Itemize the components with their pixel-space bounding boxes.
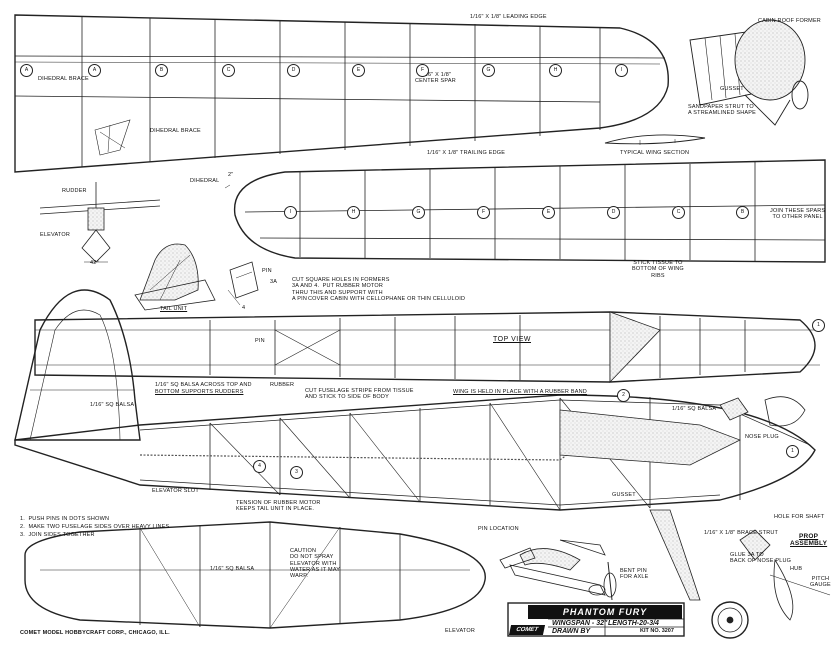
rudder-outline: [14, 289, 141, 441]
join-spars-label: JOIN THESE SPARS TO OTHER PANEL: [770, 208, 826, 221]
rib-marker: D: [287, 64, 300, 77]
fuselage-top-view: [34, 311, 820, 383]
landing-gear: [649, 509, 749, 639]
rib-marker: C: [222, 64, 235, 77]
rib-marker: C: [672, 206, 685, 219]
dihedral-brace-label-1: DIHEDRAL BRACE: [38, 76, 89, 82]
elevator-balsa-label: 1/16" SQ BALSA: [210, 566, 255, 572]
pin-location-label: PIN LOCATION: [478, 526, 519, 532]
former-marker: 1: [812, 319, 825, 332]
top-view-title: TOP VIEW: [493, 336, 531, 343]
length-label: LENGTH-20-3/4: [608, 620, 659, 627]
fuselage-side-view: [14, 394, 816, 511]
trailing-edge-label: 1/16" X 1/8" TRAILING EDGE: [427, 150, 506, 156]
cover-cabin-label: COVER CABIN WITH CELLOPHANE OR THIN CELL…: [308, 296, 466, 302]
title-block: [507, 602, 685, 637]
pitch-gauge-label: PITCH GAUGE: [810, 576, 831, 589]
rib-marker: G: [482, 64, 495, 77]
part-3a-label: 3A: [270, 279, 278, 285]
elevator-outline: [24, 521, 486, 629]
part-4-label: 4: [242, 305, 246, 311]
hub-label: HUB: [790, 566, 803, 572]
glue-label: GLUE 3A TO BACK OF NOSE PLUG: [730, 552, 792, 565]
rib-marker: H: [549, 64, 562, 77]
rib-marker: E: [542, 206, 555, 219]
wing-section-profile: [604, 134, 706, 145]
wing-held-label: WING IS HELD IN PLACE WITH A RUBBER BAND: [453, 389, 587, 395]
balsa-top-bottom-label-2: BOTTOM SUPPORTS RUDDERS: [155, 389, 244, 395]
prop-assembly: [739, 529, 831, 621]
former-marker: 4: [253, 460, 266, 473]
square-holes-label: CUT SQUARE HOLES IN FORMERS 3A AND 4. PU…: [292, 277, 390, 302]
gusset-label: GUSSET: [612, 492, 636, 498]
drawn-by-label: DRAWN BY: [552, 628, 591, 635]
rubber-label: RUBBER: [270, 382, 295, 388]
cabin-gusset-label: GUSSET: [720, 86, 744, 92]
airplane-perspective-sketch: [499, 539, 606, 596]
rib-marker: I: [615, 64, 628, 77]
pin-label-formers: PIN: [262, 268, 272, 274]
front-view-sketch: [39, 182, 161, 263]
bent-pin-label: BENT PIN FOR AXLE: [620, 568, 649, 581]
rib-marker: B: [736, 206, 749, 219]
dihedral-label: DIHEDRAL: [190, 178, 220, 184]
rib-marker: E: [352, 64, 365, 77]
cabin-frame-sketch: [689, 19, 809, 126]
rudder-label: RUDDER: [62, 188, 87, 194]
instruction-2: 2. MAKE TWO FUSELAGE SIDES OVER HEAVY LI…: [20, 524, 170, 530]
rib-marker: A: [88, 64, 101, 77]
dihedral-value-label: 2": [228, 172, 234, 178]
rib-marker: F: [477, 206, 490, 219]
rib-marker: A: [20, 64, 33, 77]
rib-marker: I: [284, 206, 297, 219]
former-marker: 1: [786, 445, 799, 458]
stick-tissue-label: STICK TISSUE TO BOTTOM OF WING RIBS: [632, 260, 684, 279]
balsa-top-bottom-label-1: 1/16" SQ BALSA ACROSS TOP AND: [155, 382, 252, 388]
pin-label-top: PIN: [255, 338, 265, 344]
brace-strut-label: 1/16" X 1/8" BRACE STRUT: [704, 530, 779, 536]
nose-plug-label: NOSE PLUG: [745, 434, 779, 440]
cut-stripe-label: CUT FUSELAGE STRIPE FROM TISSUE AND STIC…: [305, 388, 414, 401]
instruction-1: 1. PUSH PINS IN DOTS SHOWN: [20, 516, 110, 522]
maker-label: COMET MODEL HOBBYCRAFT CORP., CHICAGO, I…: [20, 630, 170, 636]
wing-panel-bottom: [224, 159, 826, 263]
rib-marker: D: [607, 206, 620, 219]
balsa-label-1: 1/16" SQ BALSA: [90, 402, 135, 408]
tension-label: TENSION OF RUBBER MOTOR KEEPS TAIL UNIT …: [236, 500, 321, 513]
rib-marker: G: [412, 206, 425, 219]
tail-unit-sketch: [134, 243, 216, 311]
former-marker: 2: [617, 389, 630, 402]
plan-title: PHANTOM FURY: [528, 605, 682, 619]
rib-marker: H: [347, 206, 360, 219]
elevator-label-bottom: ELEVATOR: [445, 628, 476, 634]
sandpaper-strut-label: SANDPAPER STRUT TO A STREAMLINED SHAPE: [688, 104, 756, 117]
hole-shaft-label: HOLE FOR SHAFT: [774, 514, 825, 520]
elevator-slot-label: ELEVATOR SLOT: [152, 488, 199, 494]
instruction-3: 3. JOIN SIDES TOGETHER: [20, 532, 95, 538]
elevator-label-front: ELEVATOR: [40, 232, 71, 238]
caution-label: CAUTION DO NOT SPRAY ELEVATOR WITH WATER…: [290, 548, 341, 580]
rib-marker: B: [155, 64, 168, 77]
leading-edge-label: 1/16" X 1/8" LEADING EDGE: [470, 14, 547, 20]
balsa-label-2: 1/16" SQ BALSA: [672, 406, 717, 412]
formers-sketch: [227, 261, 259, 306]
cabin-roof-former-label: CABIN ROOF FORMER: [758, 18, 821, 24]
bent-pin-sketch: [603, 561, 617, 601]
angle-label: 42°: [90, 260, 99, 266]
dihedral-brace-label-2: DIHEDRAL BRACE: [150, 128, 201, 134]
nose-plug-sketch: [719, 396, 806, 427]
wing-section-label: TYPICAL WING SECTION: [620, 150, 690, 156]
wing-panel-top: [14, 14, 669, 173]
kit-number-label: KIT NO. 3207: [640, 628, 674, 634]
prop-assembly-label: PROP ASSEMBLY: [790, 533, 828, 548]
rib-marker: F: [416, 64, 429, 77]
former-marker: 3: [290, 466, 303, 479]
tail-unit-label: TAIL UNIT: [160, 306, 188, 312]
comet-logo: COMET: [508, 625, 546, 635]
wingspan-label: WINGSPAN - 32": [552, 620, 608, 627]
